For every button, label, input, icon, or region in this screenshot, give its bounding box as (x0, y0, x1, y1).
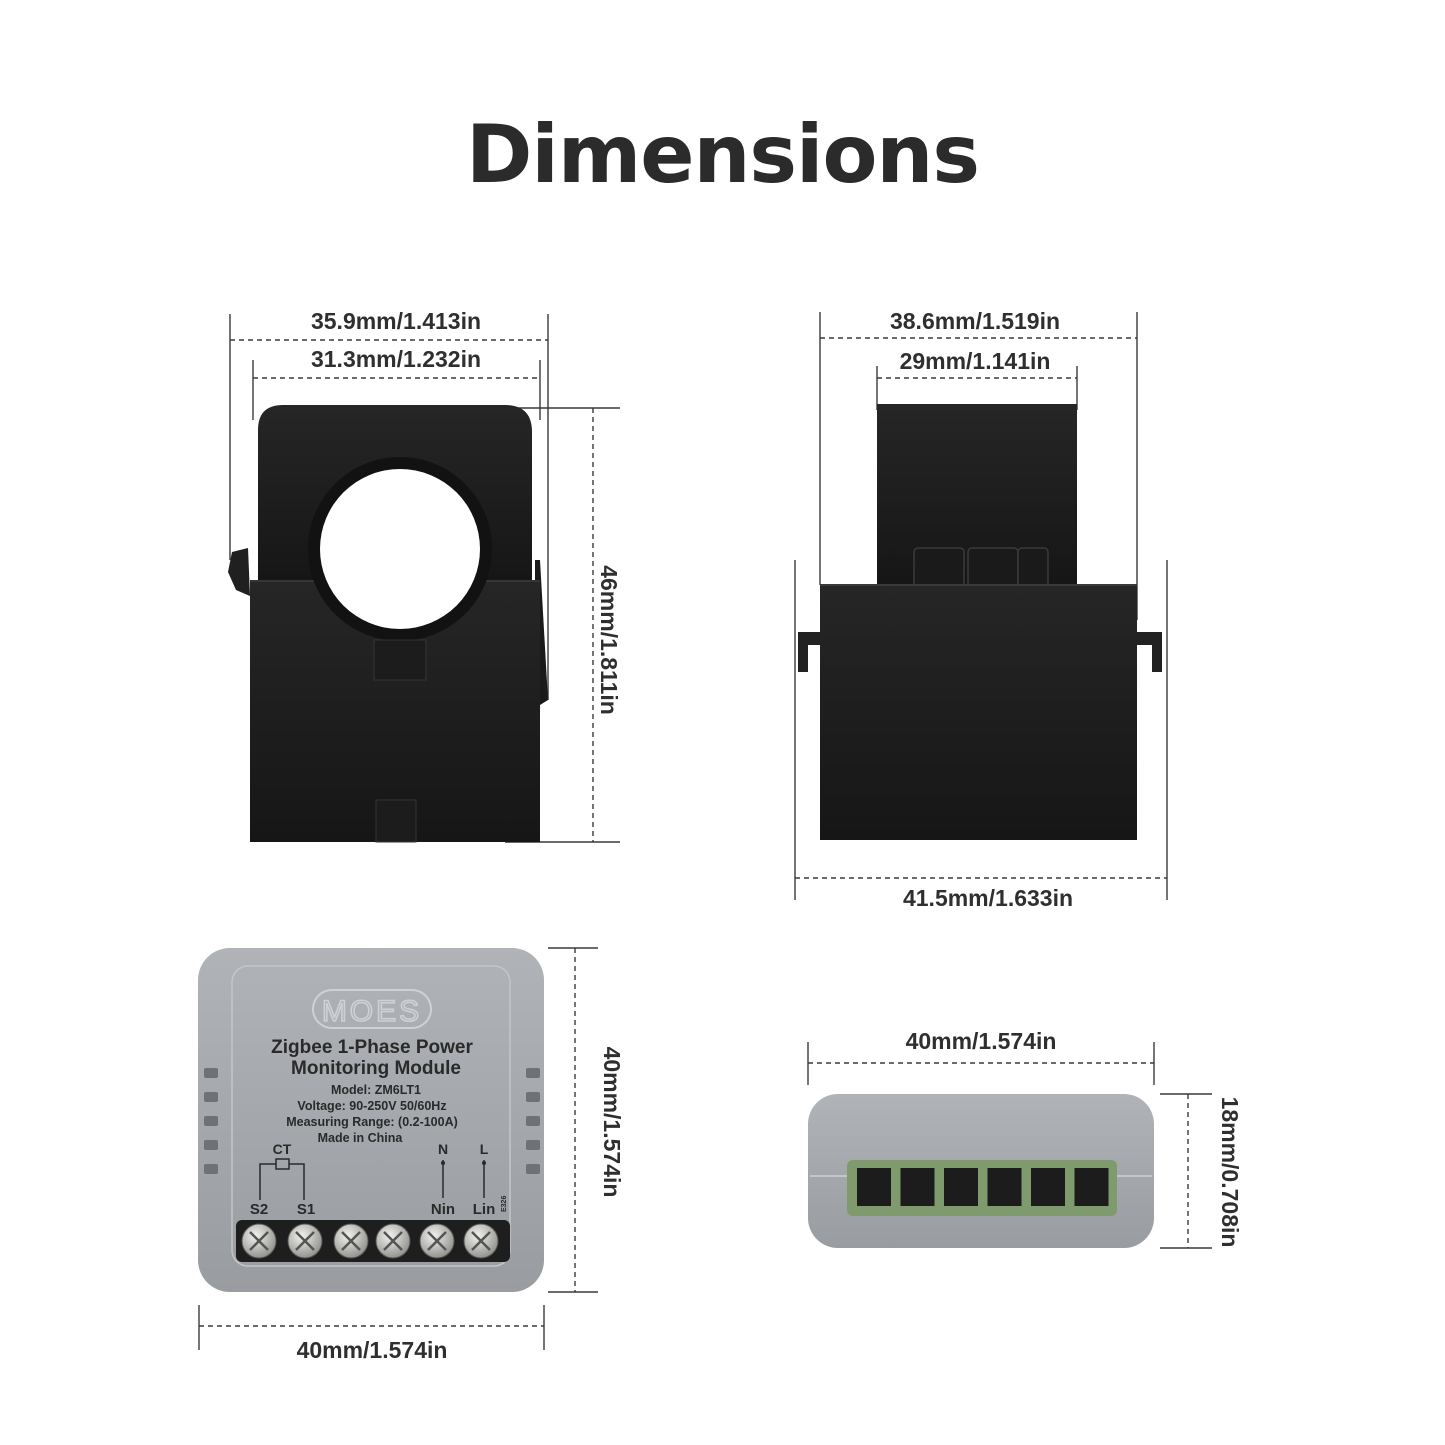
module-body (198, 948, 544, 1292)
screw-slot (471, 1231, 491, 1251)
screw-slot (295, 1231, 315, 1251)
origin-text: Made in China (318, 1131, 404, 1145)
screw-slot (427, 1231, 447, 1251)
terminal-holes (857, 1168, 1109, 1206)
module-side-depth-label: 18mm/0.708in (1217, 1097, 1243, 1248)
clamp-arm (877, 404, 1077, 584)
terminal-hole (944, 1168, 978, 1206)
terminal-label-nin: Nin (431, 1201, 455, 1218)
ct-coil-symbol (275, 1158, 290, 1170)
ct-side-inner-width-label: 29mm/1.141in (900, 348, 1051, 374)
ct-label: CT (273, 1141, 292, 1157)
ct-front-height-label: 46mm/1.811in (596, 565, 622, 715)
terminal-hole (1031, 1168, 1065, 1206)
model-text: Model: ZM6LT1 (331, 1083, 421, 1097)
terminal-label-s2: S2 (250, 1201, 268, 1218)
slot (373, 639, 427, 681)
ct-clamp-front-view: 35.9mm/1.413in 31.3mm/1.232in 46mm/1.811… (228, 308, 622, 843)
n-dot (441, 1161, 445, 1165)
n-label: N (438, 1141, 448, 1157)
ct-front-outer-width-label: 35.9mm/1.413in (311, 308, 481, 334)
clamp-body (820, 584, 1137, 840)
ct-side-bottom-width-label: 41.5mm/1.633in (903, 885, 1073, 911)
terminal-label-s1: S1 (297, 1201, 315, 1218)
module-front-width-label: 40mm/1.574in (297, 1337, 448, 1363)
product-name-line2: Monitoring Module (291, 1058, 461, 1079)
screw-slot (383, 1231, 403, 1251)
terminal-hole (1074, 1168, 1109, 1206)
screw-slot (341, 1231, 361, 1251)
terminal-label-lin: Lin (473, 1201, 496, 1218)
terminal-hole (857, 1168, 891, 1206)
side-code: E326 (501, 1196, 508, 1212)
terminal-hole (987, 1168, 1022, 1206)
module-front-height-label: 40mm/1.574in (599, 1047, 625, 1198)
range-text: Measuring Range: (0.2-100A) (286, 1115, 458, 1129)
module-side-width-label: 40mm/1.574in (906, 1028, 1057, 1054)
screw-slot (249, 1231, 269, 1251)
slot (375, 799, 417, 843)
product-name-line1: Zigbee 1-Phase Power (271, 1037, 473, 1058)
l-dot (482, 1161, 486, 1165)
brand-logo-outline (312, 989, 432, 1029)
l-label: L (480, 1141, 489, 1157)
terminal-hole (900, 1168, 935, 1206)
terminal-screws (241, 1223, 499, 1259)
side-tab (1137, 632, 1162, 672)
module-front-view: 40mm/1.574in 40mm/1.574in MOES Zigbee 1-… (198, 947, 625, 1363)
ct-wiring-symbol (259, 1163, 305, 1200)
brand-logo: MOES (322, 995, 422, 1028)
voltage-text: Voltage: 90-250V 50/60Hz (297, 1099, 446, 1113)
module-side-view: 40mm/1.574in 18mm/0.708in (807, 1028, 1243, 1249)
ct-side-outer-width-label: 38.6mm/1.519in (890, 308, 1060, 334)
ct-front-inner-width-label: 31.3mm/1.232in (311, 346, 481, 372)
vent-slots (204, 1068, 540, 1174)
ct-clamp-side-view: 38.6mm/1.519in 29mm/1.141in 41.5mm/1.633… (794, 308, 1168, 911)
page-title: Dimensions (466, 108, 980, 201)
latch (228, 548, 250, 596)
core-hole (320, 469, 480, 629)
side-tab (798, 632, 820, 672)
label-area (231, 965, 511, 1267)
